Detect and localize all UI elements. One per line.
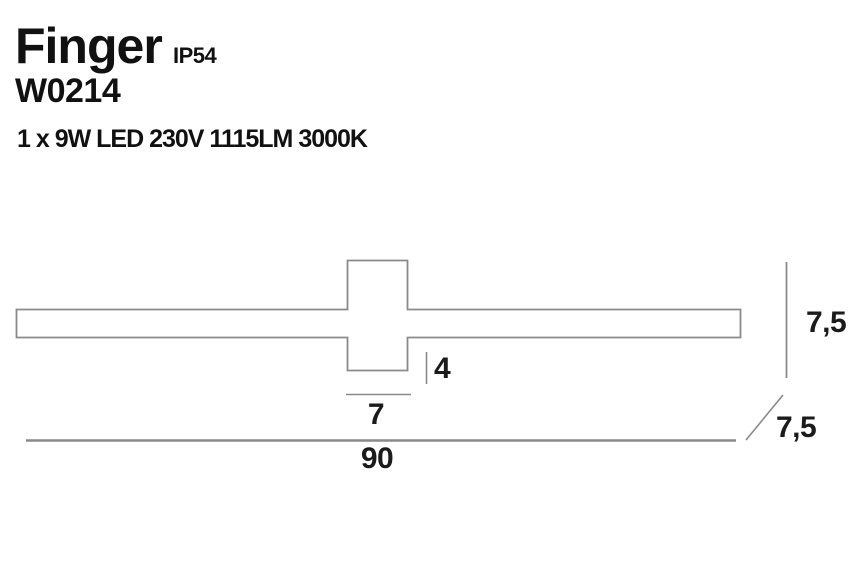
ip-rating-badge: IP54 (173, 43, 217, 68)
technical-specs: 1 x 9W LED 230V 1115LM 3000K (17, 125, 368, 153)
dim-mount-width-label: 7 (367, 398, 385, 431)
dim-mount-depth-label: 4 (434, 352, 451, 385)
depth-slash (745, 394, 784, 441)
dim-height-label: 7,5 (806, 306, 847, 339)
dim-total-width-label: 90 (360, 442, 394, 475)
model-code: W0214 (15, 72, 121, 110)
lamp-outline (15, 259, 742, 372)
dim-depth-label: 7,5 (776, 411, 817, 444)
product-name: Finger (15, 18, 163, 74)
